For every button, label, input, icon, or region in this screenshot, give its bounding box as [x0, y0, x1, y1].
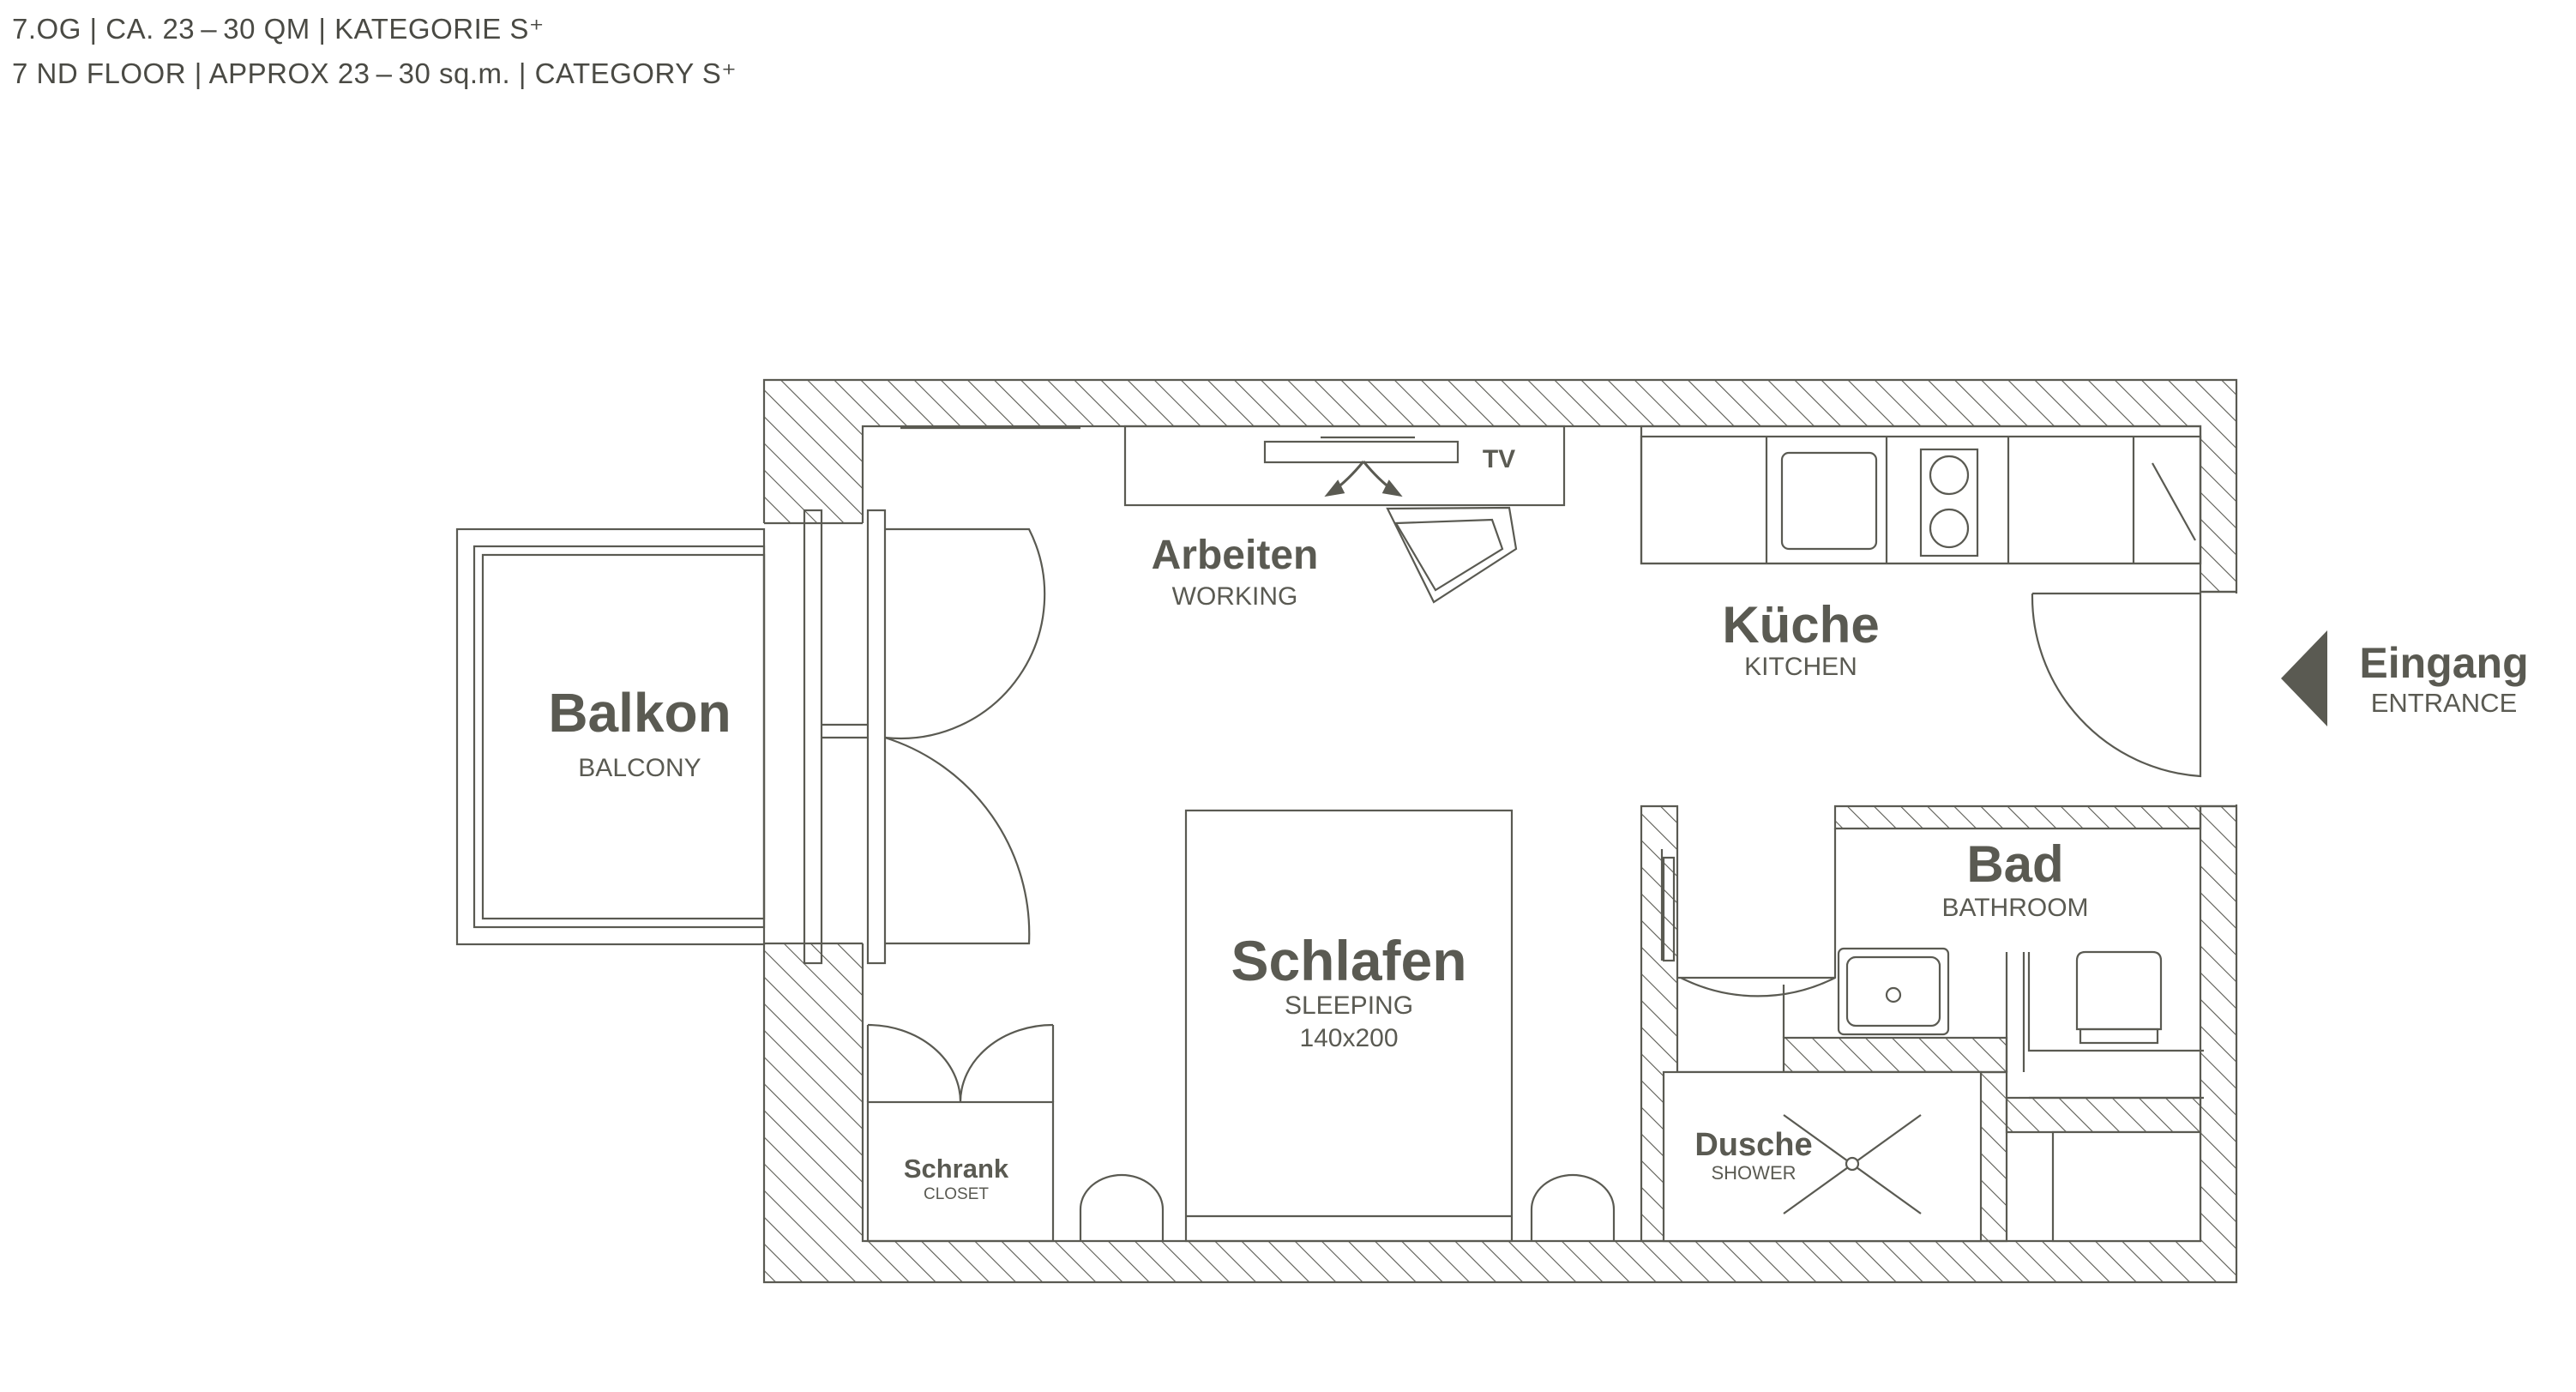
shower — [1662, 1070, 1983, 1243]
bath-cabinet — [2051, 1130, 2202, 1243]
nightstand-right — [1530, 1173, 1616, 1241]
arbeiten-label: Arbeiten — [1152, 533, 1319, 578]
kueche-label: Küche — [1722, 596, 1879, 654]
toilet — [2075, 950, 2163, 1031]
arbeiten-sub: WORKING — [1172, 582, 1298, 611]
schlafen-label: Schlafen — [1231, 929, 1466, 992]
header: 7.OG | CA. 23 – 30 QM | KATEGORIE S⁺ 7 N… — [12, 7, 737, 96]
chair — [1386, 506, 1518, 604]
nightstand-left — [1079, 1173, 1165, 1241]
balkon-sub: BALCONY — [578, 754, 701, 782]
bath-lower-wall — [2005, 1096, 2202, 1134]
header-line-2: 7 ND FLOOR | APPROX 23 – 30 sq.m. | CATE… — [12, 57, 737, 89]
bed — [1184, 809, 1514, 1243]
schrank-label: Schrank — [904, 1154, 1009, 1184]
balcony-door-gap — [762, 523, 864, 943]
bathroom-sink — [1837, 947, 1950, 1036]
entrance-arrow-icon — [2281, 630, 2327, 726]
tv-label: TV — [1483, 445, 1515, 473]
closet-door-swing — [867, 1023, 1054, 1103]
schrank-sub: CLOSET — [924, 1185, 989, 1203]
eingang-sub: ENTRANCE — [2371, 688, 2518, 718]
desk — [1123, 425, 1566, 507]
cooktop — [1919, 448, 1979, 557]
tv — [1263, 440, 1460, 464]
bathroom-door-swing — [1680, 829, 1837, 997]
bed-size: 140x200 — [1299, 1024, 1398, 1052]
balkon-label: Balkon — [548, 682, 731, 744]
kueche-sub: KITCHEN — [1744, 653, 1857, 681]
eingang-label: Eingang — [2359, 639, 2528, 687]
entrance-door-swing — [2031, 592, 2202, 778]
balcony-door-swing-bottom — [884, 736, 1031, 945]
tv-arrows-icon — [1324, 461, 1403, 497]
outer-walls — [762, 378, 2238, 1284]
header-line-1: 7.OG | CA. 23 – 30 QM | KATEGORIE S⁺ — [12, 13, 545, 45]
kitchen-sink — [1780, 451, 1878, 551]
vanity-wall — [1782, 1036, 2008, 1074]
schlafen-sub: SLEEPING — [1285, 991, 1413, 1020]
bad-sub: BATHROOM — [1941, 894, 2088, 922]
dusche-sub: SHOWER — [1712, 1162, 1797, 1184]
bad-label: Bad — [1966, 835, 2063, 893]
balcony-door-swing-top — [884, 527, 1046, 740]
entrance-gap — [2199, 594, 2238, 804]
dusche-label: Dusche — [1694, 1127, 1812, 1163]
